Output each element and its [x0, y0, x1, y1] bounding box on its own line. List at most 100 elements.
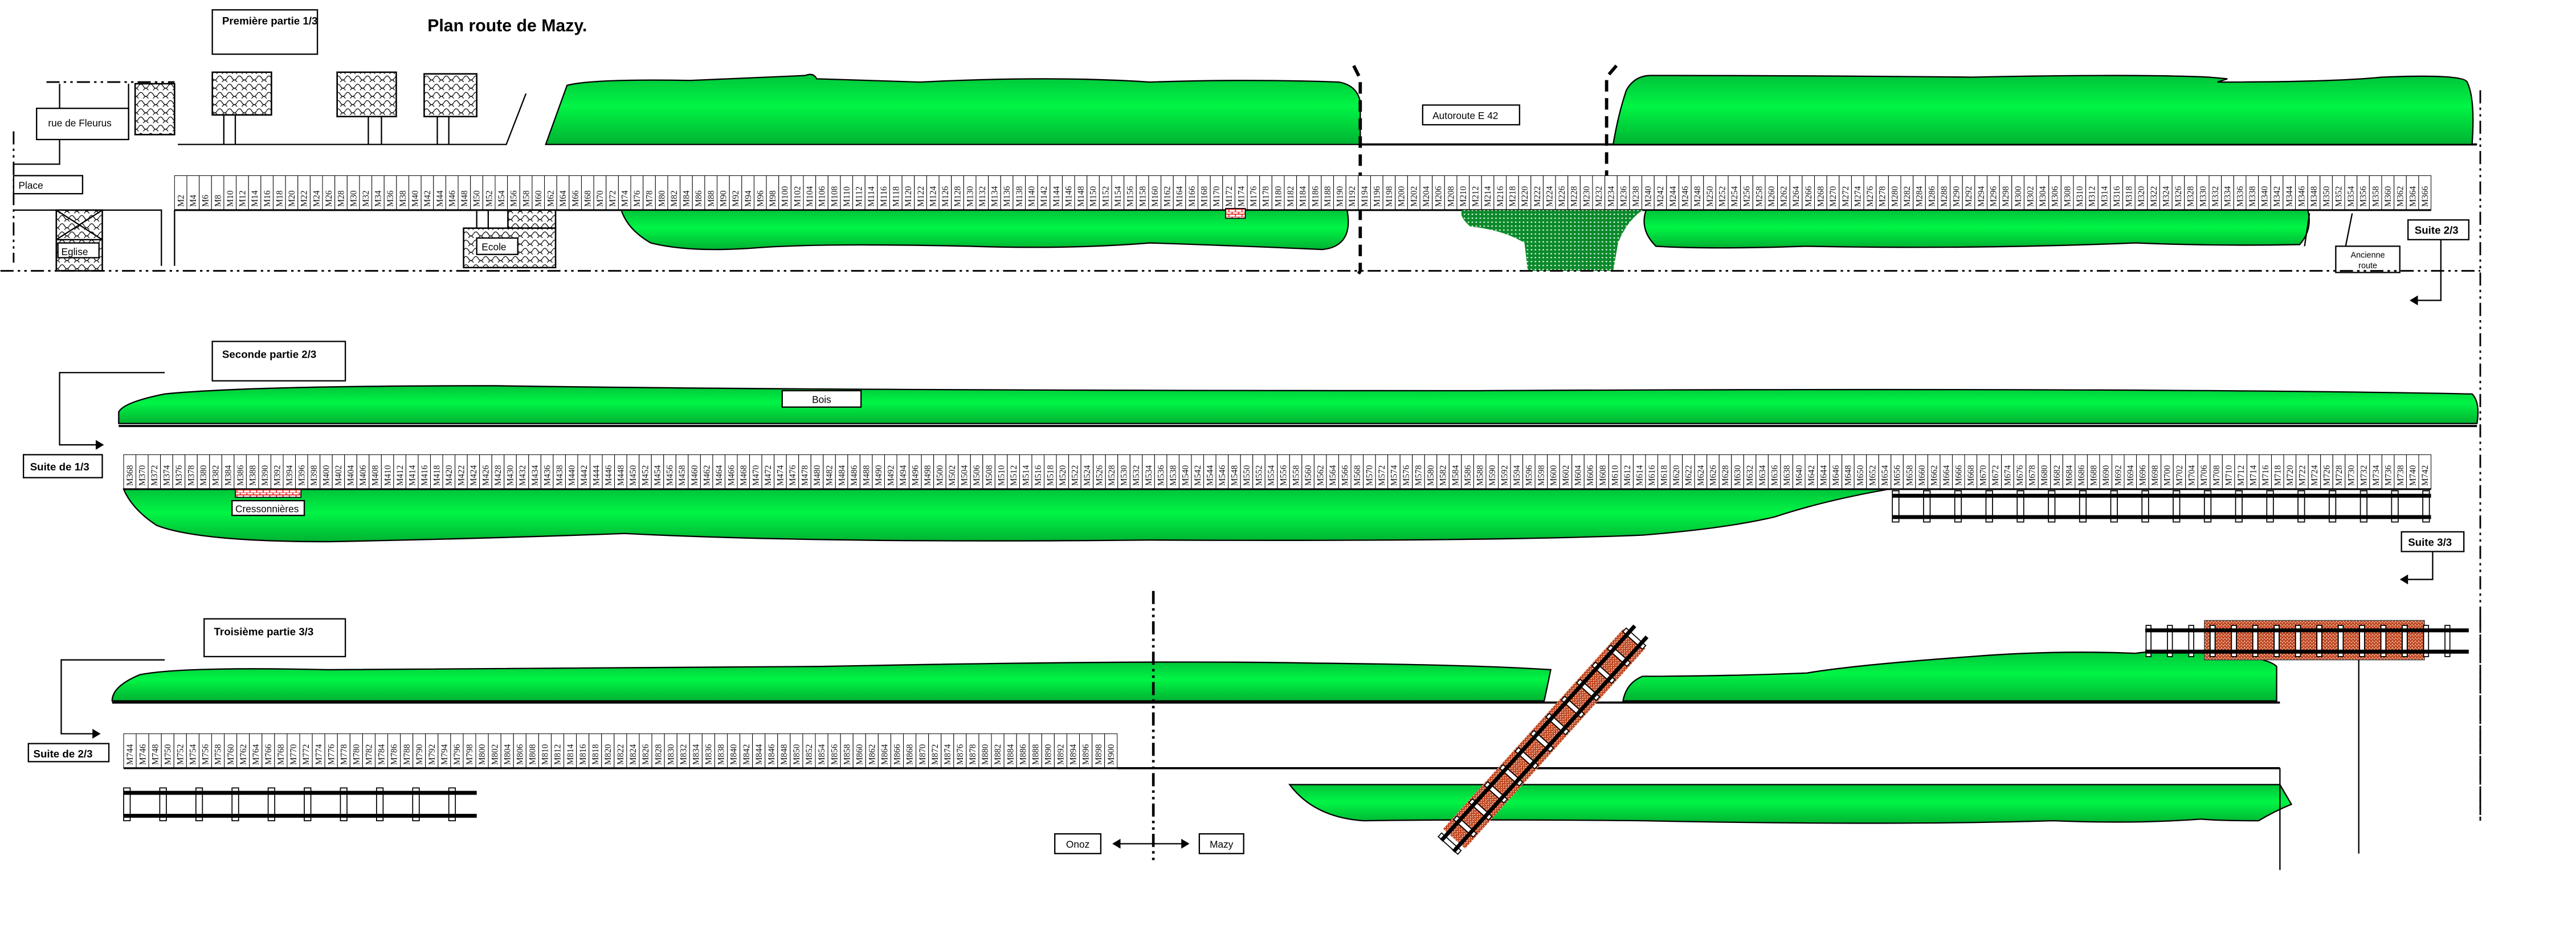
- marker-cell-label: M558: [1291, 465, 1301, 486]
- marker-cell-label: M810: [541, 744, 550, 765]
- marker-cell-label: M178: [1262, 186, 1271, 207]
- vegetation-area: [545, 73, 1361, 145]
- marker-cell-label: M696: [2138, 465, 2148, 486]
- marker-cell-label: M512: [1009, 465, 1019, 486]
- marker-cell-label: M282: [1903, 186, 1912, 207]
- section-2: Seconde partie 2/3 Bois Suite de 1/3 M36…: [23, 341, 2479, 585]
- marker-cell-label: M246: [1680, 186, 1690, 207]
- suite-3-3-label[interactable]: Suite 3/3: [2408, 536, 2452, 548]
- marker-cell-label: M80: [657, 190, 667, 207]
- marker-cell-label: M736: [2383, 465, 2393, 486]
- marker-cell-label: M154: [1113, 186, 1123, 207]
- marker-cell-label: M274: [1853, 186, 1863, 207]
- marker-cell-label: M412: [395, 465, 405, 486]
- marker-cell-label: M730: [2347, 465, 2357, 486]
- marker-cell-label: M186: [1311, 186, 1320, 207]
- marker-cell-label: M212: [1471, 186, 1481, 207]
- vegetation-area: [123, 488, 1889, 543]
- arrow-right-icon: [95, 440, 104, 450]
- marker-cell-label: M314: [2100, 186, 2109, 207]
- boundary-line: [2279, 659, 2359, 870]
- marker-cell-label: M536: [1156, 465, 1166, 486]
- marker-cell-label: M824: [628, 744, 638, 765]
- railway-sleeper: [2145, 625, 2152, 657]
- marker-cell-label: M430: [506, 465, 516, 486]
- marker-cell-label: M566: [1340, 465, 1350, 486]
- suite-2-3-box[interactable]: [2407, 219, 2469, 240]
- marker-cell-label: M390: [260, 465, 270, 486]
- page-title: Plan route de Mazy.: [427, 17, 587, 35]
- eglise-label: Eglise: [61, 246, 88, 257]
- marker-cell-label: M446: [604, 465, 614, 486]
- marker-cell-label: M208: [1446, 186, 1456, 207]
- marker-cell-label: M164: [1175, 186, 1185, 207]
- marker-cell-label: M766: [264, 744, 273, 765]
- ecole-label: Ecole: [481, 241, 506, 253]
- marker-cell-label: M658: [1905, 465, 1914, 486]
- railway-sleeper: [304, 787, 312, 821]
- marker-cell-label: M738: [2396, 465, 2406, 486]
- marker-cell-label: M584: [1451, 465, 1460, 486]
- marker-cell-label: M638: [1782, 465, 1792, 486]
- marker-cell-label: M234: [1607, 186, 1616, 207]
- marker-cell-label: M426: [481, 465, 491, 486]
- marker-cell-label: M778: [339, 744, 349, 765]
- marker-cell-label: M482: [825, 465, 835, 486]
- railway-sleeper: [1954, 490, 1962, 523]
- marker-cell-label: M690: [2101, 465, 2111, 486]
- marker-cell-label: M484: [837, 465, 847, 486]
- cressonnieres-label-box: [231, 499, 305, 517]
- marker-cell-label: M804: [503, 744, 512, 765]
- marker-cell-label: M20: [287, 190, 297, 207]
- marker-cell-label: M114: [867, 186, 876, 207]
- marker-cell-label: M68: [583, 190, 593, 207]
- marker-cell-label: M488: [862, 465, 871, 486]
- marker-cell-label: M200: [1397, 186, 1407, 207]
- marker-cell-label: M142: [1039, 186, 1049, 207]
- marker-cell-label: M866: [893, 744, 903, 765]
- marker-cell-label: M458: [677, 465, 687, 486]
- marker-cell-label: M580: [1426, 465, 1436, 486]
- marker-cell-label: M308: [2063, 186, 2072, 207]
- railway-sleeper: [2235, 490, 2243, 523]
- suite-de-1-3-box[interactable]: [23, 454, 103, 478]
- marker-cell-label: M472: [764, 465, 773, 486]
- suite-de-2-3-label[interactable]: Suite de 2/3: [33, 748, 92, 760]
- marker-cell-label: M76: [632, 190, 642, 207]
- vegetation-area: [1643, 209, 2310, 249]
- marker-cell-label: M838: [717, 744, 726, 765]
- marker-cell-label: M506: [972, 465, 982, 486]
- marker-cell-label: M660: [1917, 465, 1927, 486]
- marker-cell-label: M664: [1942, 465, 1952, 486]
- marker-cell-label: M734: [2371, 465, 2381, 486]
- marker-cell-label: M254: [1730, 186, 1740, 207]
- marker-cell-label: M204: [1422, 186, 1431, 207]
- marker-cell-label: M134: [990, 186, 1000, 207]
- marker-cell-label: M436: [542, 465, 552, 486]
- marker-cell-label: M328: [2186, 186, 2196, 207]
- suite-de-1-3-label[interactable]: Suite de 1/3: [30, 461, 89, 473]
- marker-cell-label: M304: [2038, 186, 2048, 207]
- marker-cell-label: M480: [813, 465, 822, 486]
- marker-cell-label: M576: [1402, 465, 1411, 486]
- marker-cell-label: M520: [1058, 465, 1068, 486]
- marker-cell-label: M808: [528, 744, 538, 765]
- road-edge-line: [178, 93, 527, 145]
- railway-sleeper: [2391, 490, 2399, 523]
- suite-2-3-label[interactable]: Suite 2/3: [2415, 224, 2459, 236]
- marker-cell-label: M96: [756, 190, 765, 207]
- arrow-right-icon: [92, 728, 101, 739]
- marker-cell-label: M560: [1304, 465, 1313, 486]
- marker-cell-label: M884: [1006, 744, 1015, 765]
- section-2-title: Seconde partie 2/3: [222, 348, 316, 360]
- marker-cell-label: M350: [2322, 186, 2332, 207]
- marker-cell-label: M448: [617, 465, 626, 486]
- marker-cell-label: M646: [1831, 465, 1841, 486]
- railway-sleeper: [2252, 625, 2259, 657]
- marker-cell-label: M320: [2137, 186, 2146, 207]
- suite-de-2-3-box[interactable]: [27, 743, 110, 763]
- continuation-arrow: [60, 659, 165, 735]
- marker-cell-label: M42: [423, 190, 432, 207]
- marker-cell-label: M64: [558, 190, 568, 207]
- marker-cell-label: M682: [2052, 465, 2062, 486]
